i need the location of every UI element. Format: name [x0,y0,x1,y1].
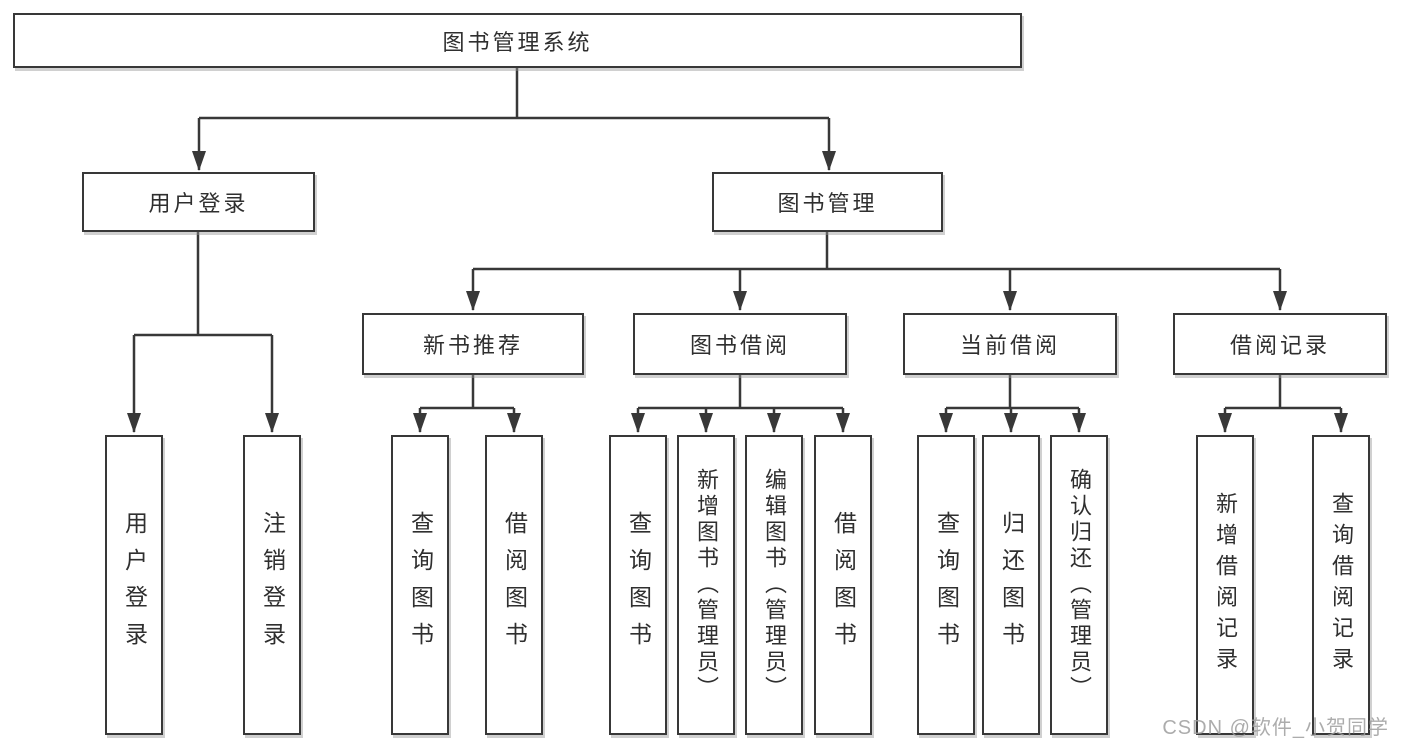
node-current-borrow-label: 当前借阅 [959,333,1060,358]
node-add-borrow-record: 新增借阅记录 [1196,435,1254,735]
node-borrow-book-borrow: 借阅图书 [814,435,872,735]
node-borrow-book-recommend-label: 借阅图书 [501,511,528,659]
node-add-book-admin: 新增图书（管理员） [677,435,735,735]
node-new-book-recommend-label: 新书推荐 [422,333,523,358]
node-query-borrow-record-label: 查询借阅记录 [1329,492,1354,678]
node-return-book-label: 归还图书 [998,511,1025,659]
node-add-borrow-record-label: 新增借阅记录 [1213,492,1238,678]
node-borrow-book-recommend: 借阅图书 [485,435,543,735]
node-new-book-recommend: 新书推荐 [362,313,584,375]
node-borrow-records: 借阅记录 [1173,313,1387,375]
node-query-book-borrow-label: 查询图书 [625,511,652,659]
node-user-login-group: 用户登录 [82,172,315,232]
node-logout: 注销登录 [243,435,301,735]
node-query-book-current-label: 查询图书 [933,511,960,659]
node-edit-book-admin: 编辑图书（管理员） [745,435,803,735]
node-return-book: 归还图书 [982,435,1040,735]
node-book-management: 图书管理 [712,172,943,232]
node-book-management-label: 图书管理 [777,191,878,216]
csdn-watermark: CSDN @软件_小贺同学 [1162,717,1389,739]
node-borrow-records-label: 借阅记录 [1229,333,1330,358]
node-borrow-book-borrow-label: 借阅图书 [830,511,857,659]
node-query-book-recommend: 查询图书 [391,435,449,735]
node-user-login-label: 用户登录 [121,511,148,659]
node-edit-book-admin-label: 编辑图书（管理员） [762,468,787,702]
node-query-book-current: 查询图书 [917,435,975,735]
node-add-book-admin-label: 新增图书（管理员） [694,468,719,702]
node-book-borrow: 图书借阅 [633,313,847,375]
node-confirm-return-admin-label: 确认归还（管理员） [1067,468,1092,702]
node-query-book-recommend-label: 查询图书 [407,511,434,659]
node-book-borrow-label: 图书借阅 [689,333,790,358]
node-current-borrow: 当前借阅 [903,313,1117,375]
node-user-login-group-label: 用户登录 [148,191,249,216]
node-user-login: 用户登录 [105,435,163,735]
node-query-borrow-record: 查询借阅记录 [1312,435,1370,735]
node-logout-label: 注销登录 [259,511,286,659]
node-root: 图书管理系统 [13,13,1022,68]
node-confirm-return-admin: 确认归还（管理员） [1050,435,1108,735]
node-root-label: 图书管理系统 [442,29,593,55]
node-query-book-borrow: 查询图书 [609,435,667,735]
